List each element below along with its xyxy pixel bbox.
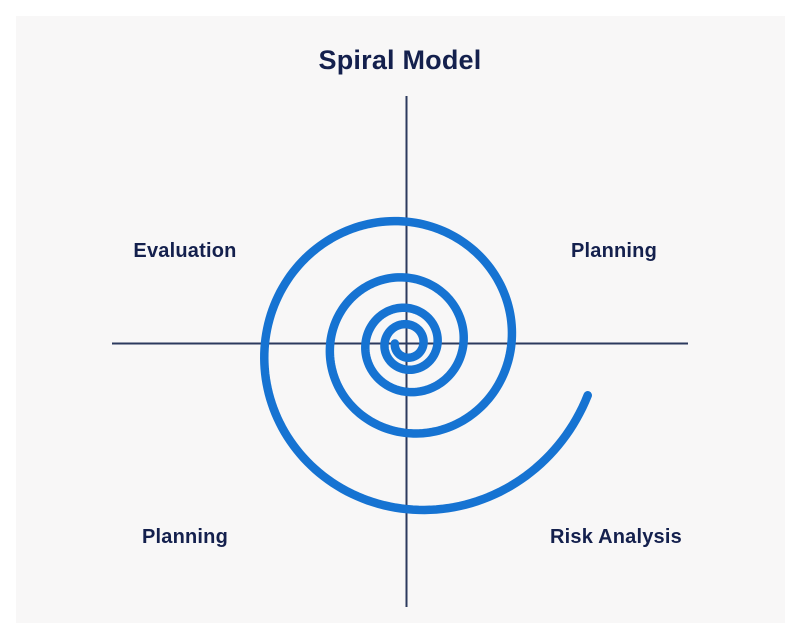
quadrant-label-planning-bottom: Planning bbox=[141, 526, 229, 548]
diagram-title: Spiral Model bbox=[318, 45, 482, 75]
diagram-canvas bbox=[16, 16, 785, 623]
quadrant-label-planning-top: Planning bbox=[570, 240, 658, 262]
quadrant-label-evaluation: Evaluation bbox=[133, 240, 237, 262]
quadrant-label-risk-analysis: Risk Analysis bbox=[550, 526, 682, 548]
spiral-curve bbox=[260, 216, 592, 515]
